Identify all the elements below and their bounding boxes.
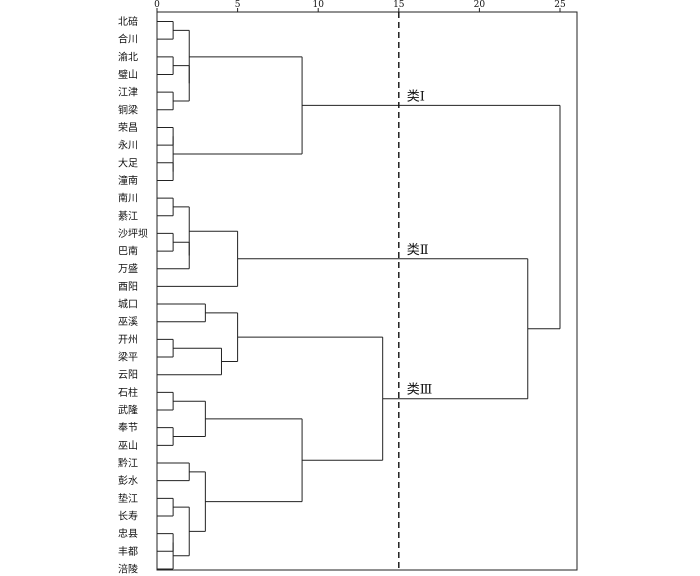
- leaf-label: 黔江: [118, 457, 138, 470]
- leaf-label: 巫溪: [118, 316, 138, 328]
- leaf-label: 江津: [118, 87, 138, 99]
- leaf-label: 城口: [118, 299, 138, 311]
- distance-axis: 0 5 10 15 20 25: [154, 0, 566, 12]
- leaf-label: 武隆: [118, 404, 138, 417]
- leaf-label: 綦江: [118, 209, 138, 222]
- leaf-label: 丰都: [118, 545, 138, 558]
- plot-frame: [156, 11, 578, 571]
- leaf-label: 南川: [118, 192, 138, 205]
- leaf-label: 梁平: [118, 351, 138, 364]
- leaf-label: 永川: [118, 139, 138, 152]
- leaf-label: 忠县: [118, 528, 138, 540]
- axis-tick-label: 15: [393, 0, 405, 10]
- cluster-label: 类Ⅱ: [407, 243, 429, 258]
- leaf-label: 长寿: [118, 509, 138, 522]
- cluster-labels: 类Ⅰ 类Ⅱ 类Ⅲ: [407, 89, 433, 397]
- leaf-label: 沙坪坝: [118, 227, 148, 240]
- leaf-label: 大足: [118, 156, 138, 169]
- leaf-label: 铜梁: [118, 103, 138, 116]
- leaf-label: 彭水: [118, 474, 138, 487]
- axis-tick-label: 5: [235, 0, 241, 10]
- leaf-label: 酉阳: [118, 281, 138, 293]
- leaf-label: 璧山: [118, 68, 138, 81]
- leaf-label: 石柱: [118, 386, 138, 399]
- leaf-label: 垫江: [118, 492, 138, 505]
- leaf-label: 巫山: [118, 440, 138, 452]
- leaf-label: 合川: [118, 33, 138, 46]
- cluster-label: 类Ⅰ: [407, 89, 425, 104]
- leaf-label: 涪陵: [118, 562, 138, 575]
- leaf-label: 奉节: [118, 421, 138, 434]
- axis-tick-label: 20: [474, 0, 486, 10]
- leaf-label: 北碚: [118, 15, 138, 28]
- axis-tick-label: 25: [554, 0, 566, 10]
- cluster-label: 类Ⅲ: [407, 383, 433, 398]
- axis-tick-label: 10: [312, 0, 324, 10]
- leaf-label: 潼南: [118, 174, 138, 187]
- leaf-label: 渝北: [118, 50, 138, 63]
- dendrogram-branches: [157, 21, 561, 570]
- leaf-label: 万盛: [118, 262, 138, 275]
- leaf-label: 云阳: [118, 369, 138, 381]
- axis-tick-label: 0: [154, 0, 160, 10]
- leaf-label: 巴南: [118, 245, 138, 258]
- leaf-label: 开州: [118, 334, 138, 346]
- leaf-label: 荣昌: [118, 122, 138, 134]
- leaf-label-column: 北碚合川渝北璧山江津铜梁荣昌永川大足潼南南川綦江沙坪坝巴南万盛酉阳城口巫溪开州梁…: [118, 15, 148, 575]
